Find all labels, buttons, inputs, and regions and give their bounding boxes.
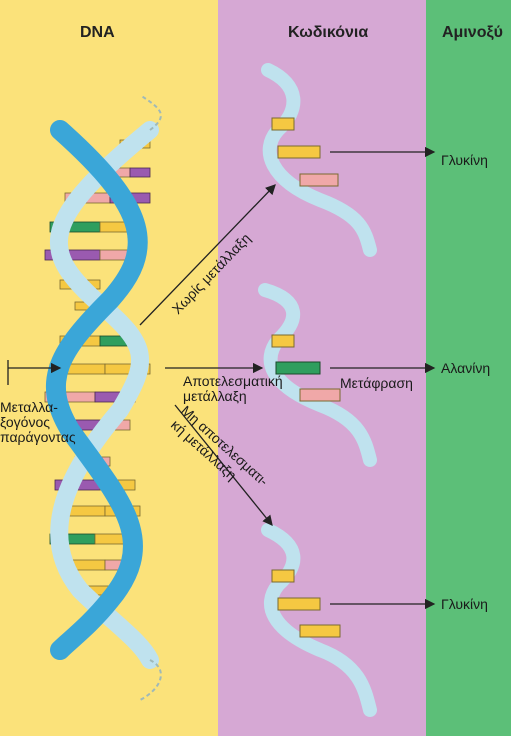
label-effective-mutation-2: μετάλλαξη (183, 389, 247, 404)
amino-acid-bottom: Γλυκίνη (441, 597, 488, 612)
label-mutagen-3: παράγοντας (0, 430, 76, 445)
label-effective-mutation-1: Αποτελεσματική (183, 374, 283, 389)
codon-strand-top (268, 70, 370, 250)
amino-acid-top: Γλυκίνη (441, 153, 488, 168)
codon-strand-bottom (268, 530, 370, 710)
label-no-mutation: Χωρίς μετάλλαξη (169, 230, 254, 317)
label-translation: Μετάφραση (340, 376, 413, 391)
arrow-no-mutation (140, 185, 275, 325)
label-mutagen-1: Μεταλλα- (0, 400, 58, 415)
amino-acid-middle: Αλανίνη (441, 361, 490, 376)
label-mutagen-2: ξογόνος (0, 415, 50, 430)
